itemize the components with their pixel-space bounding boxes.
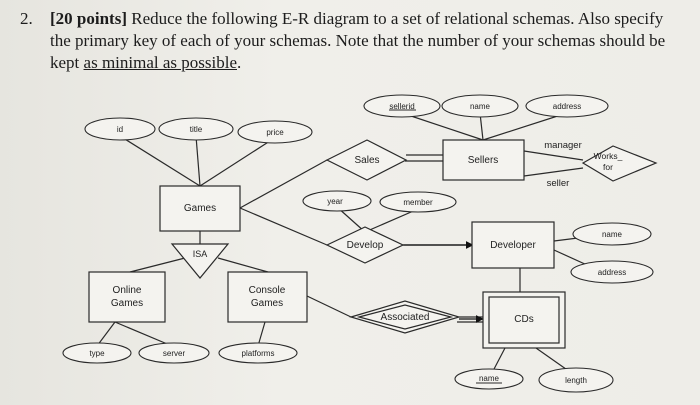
attribute-type: type bbox=[89, 349, 105, 358]
attribute-developer-address-shape bbox=[570, 260, 654, 284]
attribute-price-shape bbox=[237, 120, 313, 144]
relationship-labels: Sales Develop Associated Works_for ISA bbox=[193, 151, 623, 323]
attribute-platforms-shape bbox=[218, 342, 298, 364]
diagram-connectors bbox=[96, 112, 603, 375]
attribute-id: id bbox=[117, 125, 123, 134]
key-underlines bbox=[389, 109, 502, 384]
relationship-develop-shape bbox=[325, 226, 405, 264]
attribute-labels: id title price type server platforms sel… bbox=[89, 102, 626, 385]
role-manager: manager bbox=[544, 140, 582, 151]
attribute-developer-name-shape bbox=[572, 222, 652, 246]
attribute-seller-name-shape bbox=[441, 94, 519, 118]
entity-boxes bbox=[88, 139, 566, 349]
entity-sellers-box bbox=[442, 139, 525, 181]
attribute-year-shape bbox=[302, 190, 372, 212]
role-seller: seller bbox=[547, 178, 570, 189]
relationship-associated: Associated bbox=[381, 312, 430, 323]
attribute-platforms: platforms bbox=[242, 349, 275, 358]
relationship-sales: Sales bbox=[354, 155, 379, 166]
relationship-works-for-shape bbox=[581, 145, 658, 182]
attribute-server-shape bbox=[138, 342, 210, 364]
attribute-seller-name: name bbox=[470, 102, 491, 111]
attribute-address: address bbox=[553, 102, 581, 111]
relationship-works-for: Works_for bbox=[594, 151, 623, 172]
attribute-developer-address: address bbox=[598, 268, 626, 277]
attribute-member-shape bbox=[379, 191, 457, 213]
attribute-address-shape bbox=[525, 94, 609, 118]
attribute-year: year bbox=[327, 197, 343, 206]
question-number: 2. bbox=[20, 9, 33, 28]
attribute-type-shape bbox=[62, 342, 132, 364]
entity-cds-inner-box bbox=[488, 296, 560, 344]
attribute-member: member bbox=[403, 198, 433, 207]
attribute-id-shape bbox=[84, 117, 156, 141]
attribute-length-shape bbox=[538, 367, 614, 393]
relationship-sales-shape bbox=[325, 139, 408, 181]
attribute-sellerid: sellerid bbox=[389, 102, 414, 111]
isa-triangle bbox=[170, 243, 230, 279]
attribute-server: server bbox=[163, 349, 186, 358]
attribute-length: length bbox=[565, 376, 587, 385]
question-body: [20 points] Reduce the following E-R dia… bbox=[50, 8, 680, 74]
entity-cds: CDs bbox=[514, 314, 533, 325]
question-instructions: Reduce the following E-R diagram to a se… bbox=[50, 9, 666, 72]
diagram-arrows bbox=[403, 241, 484, 323]
question-points: [20 points] bbox=[50, 9, 127, 28]
role-labels: manager seller bbox=[544, 140, 582, 189]
question-emphasis: as minimal as possible bbox=[83, 53, 237, 72]
relationship-associated-inner bbox=[356, 304, 454, 330]
attribute-title-shape bbox=[158, 117, 234, 141]
attribute-developer-name: name bbox=[602, 230, 623, 239]
attribute-ellipses bbox=[62, 94, 654, 393]
relationship-shapes bbox=[170, 139, 658, 334]
relationship-develop: Develop bbox=[347, 240, 384, 251]
entity-developer-box bbox=[471, 221, 555, 269]
attribute-cd-name-shape bbox=[454, 368, 524, 390]
attribute-title: title bbox=[190, 125, 203, 134]
attribute-price: price bbox=[266, 128, 284, 137]
entity-online-games-box bbox=[88, 271, 166, 323]
relationship-isa: ISA bbox=[193, 249, 208, 259]
entity-sellers: Sellers bbox=[468, 155, 499, 166]
attribute-cd-name: name bbox=[479, 374, 500, 383]
entity-console-games-box bbox=[227, 271, 308, 323]
entity-games: Games bbox=[184, 203, 216, 214]
entity-games-box bbox=[159, 185, 241, 232]
attribute-sellerid-shape bbox=[363, 94, 441, 118]
question-end: . bbox=[237, 53, 242, 72]
entity-developer: Developer bbox=[490, 240, 536, 251]
